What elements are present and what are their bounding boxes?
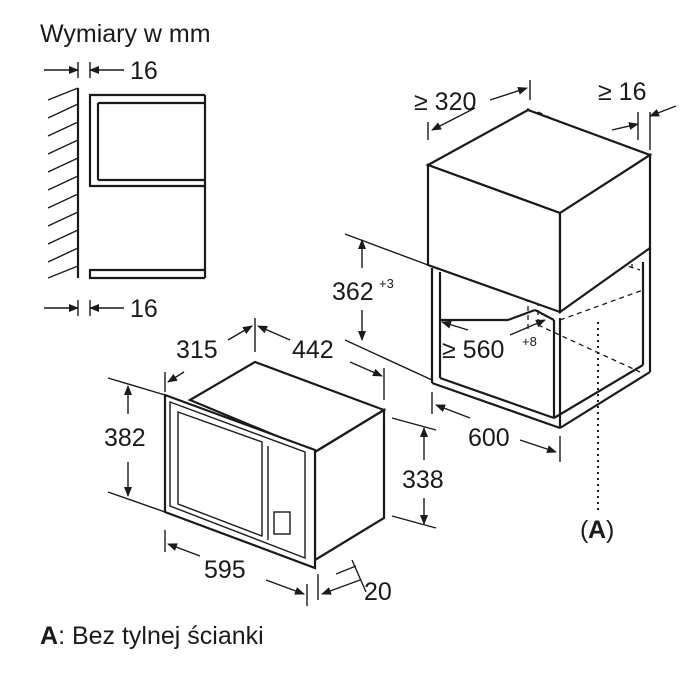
dim-appliance-body-width: 442 [292, 336, 334, 364]
callout-open: ( [580, 516, 589, 544]
callout-close: ) [606, 516, 614, 544]
heading: Wymiary w mm [40, 20, 211, 48]
dim-arrow [227, 325, 253, 341]
wall-hatch [47, 87, 79, 279]
dim-arrow [649, 105, 677, 117]
dim-cabinet-total-width: 600 [468, 424, 510, 452]
legend-text: : Bez tylnej ścianki [58, 622, 264, 650]
dim-arrow [257, 325, 291, 341]
upper-shelf-profile [88, 93, 205, 188]
dim-arrow [349, 361, 383, 377]
lower-shelf-profile [88, 268, 205, 280]
dim-arrow [435, 404, 471, 419]
dim-appliance-front-height: 382 [104, 424, 146, 452]
dim-side-gap: ≥ 16 [598, 78, 646, 106]
dim-cabinet-width: ≥ 560 [442, 336, 504, 364]
appliance-door-window [177, 411, 263, 538]
dim-cabinet-height-tolerance: +3 [379, 276, 394, 291]
legend-key: A [40, 622, 58, 650]
appliance-view: 315 442 382 338 595 20 [104, 318, 444, 606]
dim-arrow [167, 371, 185, 383]
dim-arrow [519, 439, 557, 453]
legend: A: Bez tylnej ścianki [40, 622, 264, 650]
dim-appliance-depth: 315 [176, 336, 218, 364]
dim-arrow [321, 579, 361, 595]
dim-cabinet-width-tolerance: +8 [522, 334, 537, 349]
callout-label: A [588, 516, 606, 544]
side-view: 16 16 [44, 57, 207, 323]
dim-front-thickness: 20 [364, 578, 392, 606]
cabinet-view: ( A ) ≥ 320 ≥ 16 362 +3 ≥ 560 +8 600 [332, 78, 677, 544]
dim-arrow [431, 107, 476, 131]
control-panel-display [273, 511, 291, 535]
dim-wall-gap-top: 16 [130, 57, 158, 85]
dim-appliance-front-width: 595 [204, 556, 246, 584]
appliance-front-frame [163, 393, 317, 570]
dim-cabinet-height: 362 [332, 278, 374, 306]
dim-arrow [509, 319, 546, 336]
dim-arrow [167, 543, 201, 557]
dim-appliance-body-height: 338 [402, 466, 444, 494]
dim-wall-gap-bottom: 16 [130, 295, 158, 323]
dim-arrow [265, 579, 305, 595]
dim-cabinet-depth: ≥ 320 [414, 88, 476, 116]
dim-arrow [441, 320, 469, 331]
dim-arrow [489, 86, 528, 101]
dim-arrow [611, 122, 639, 131]
